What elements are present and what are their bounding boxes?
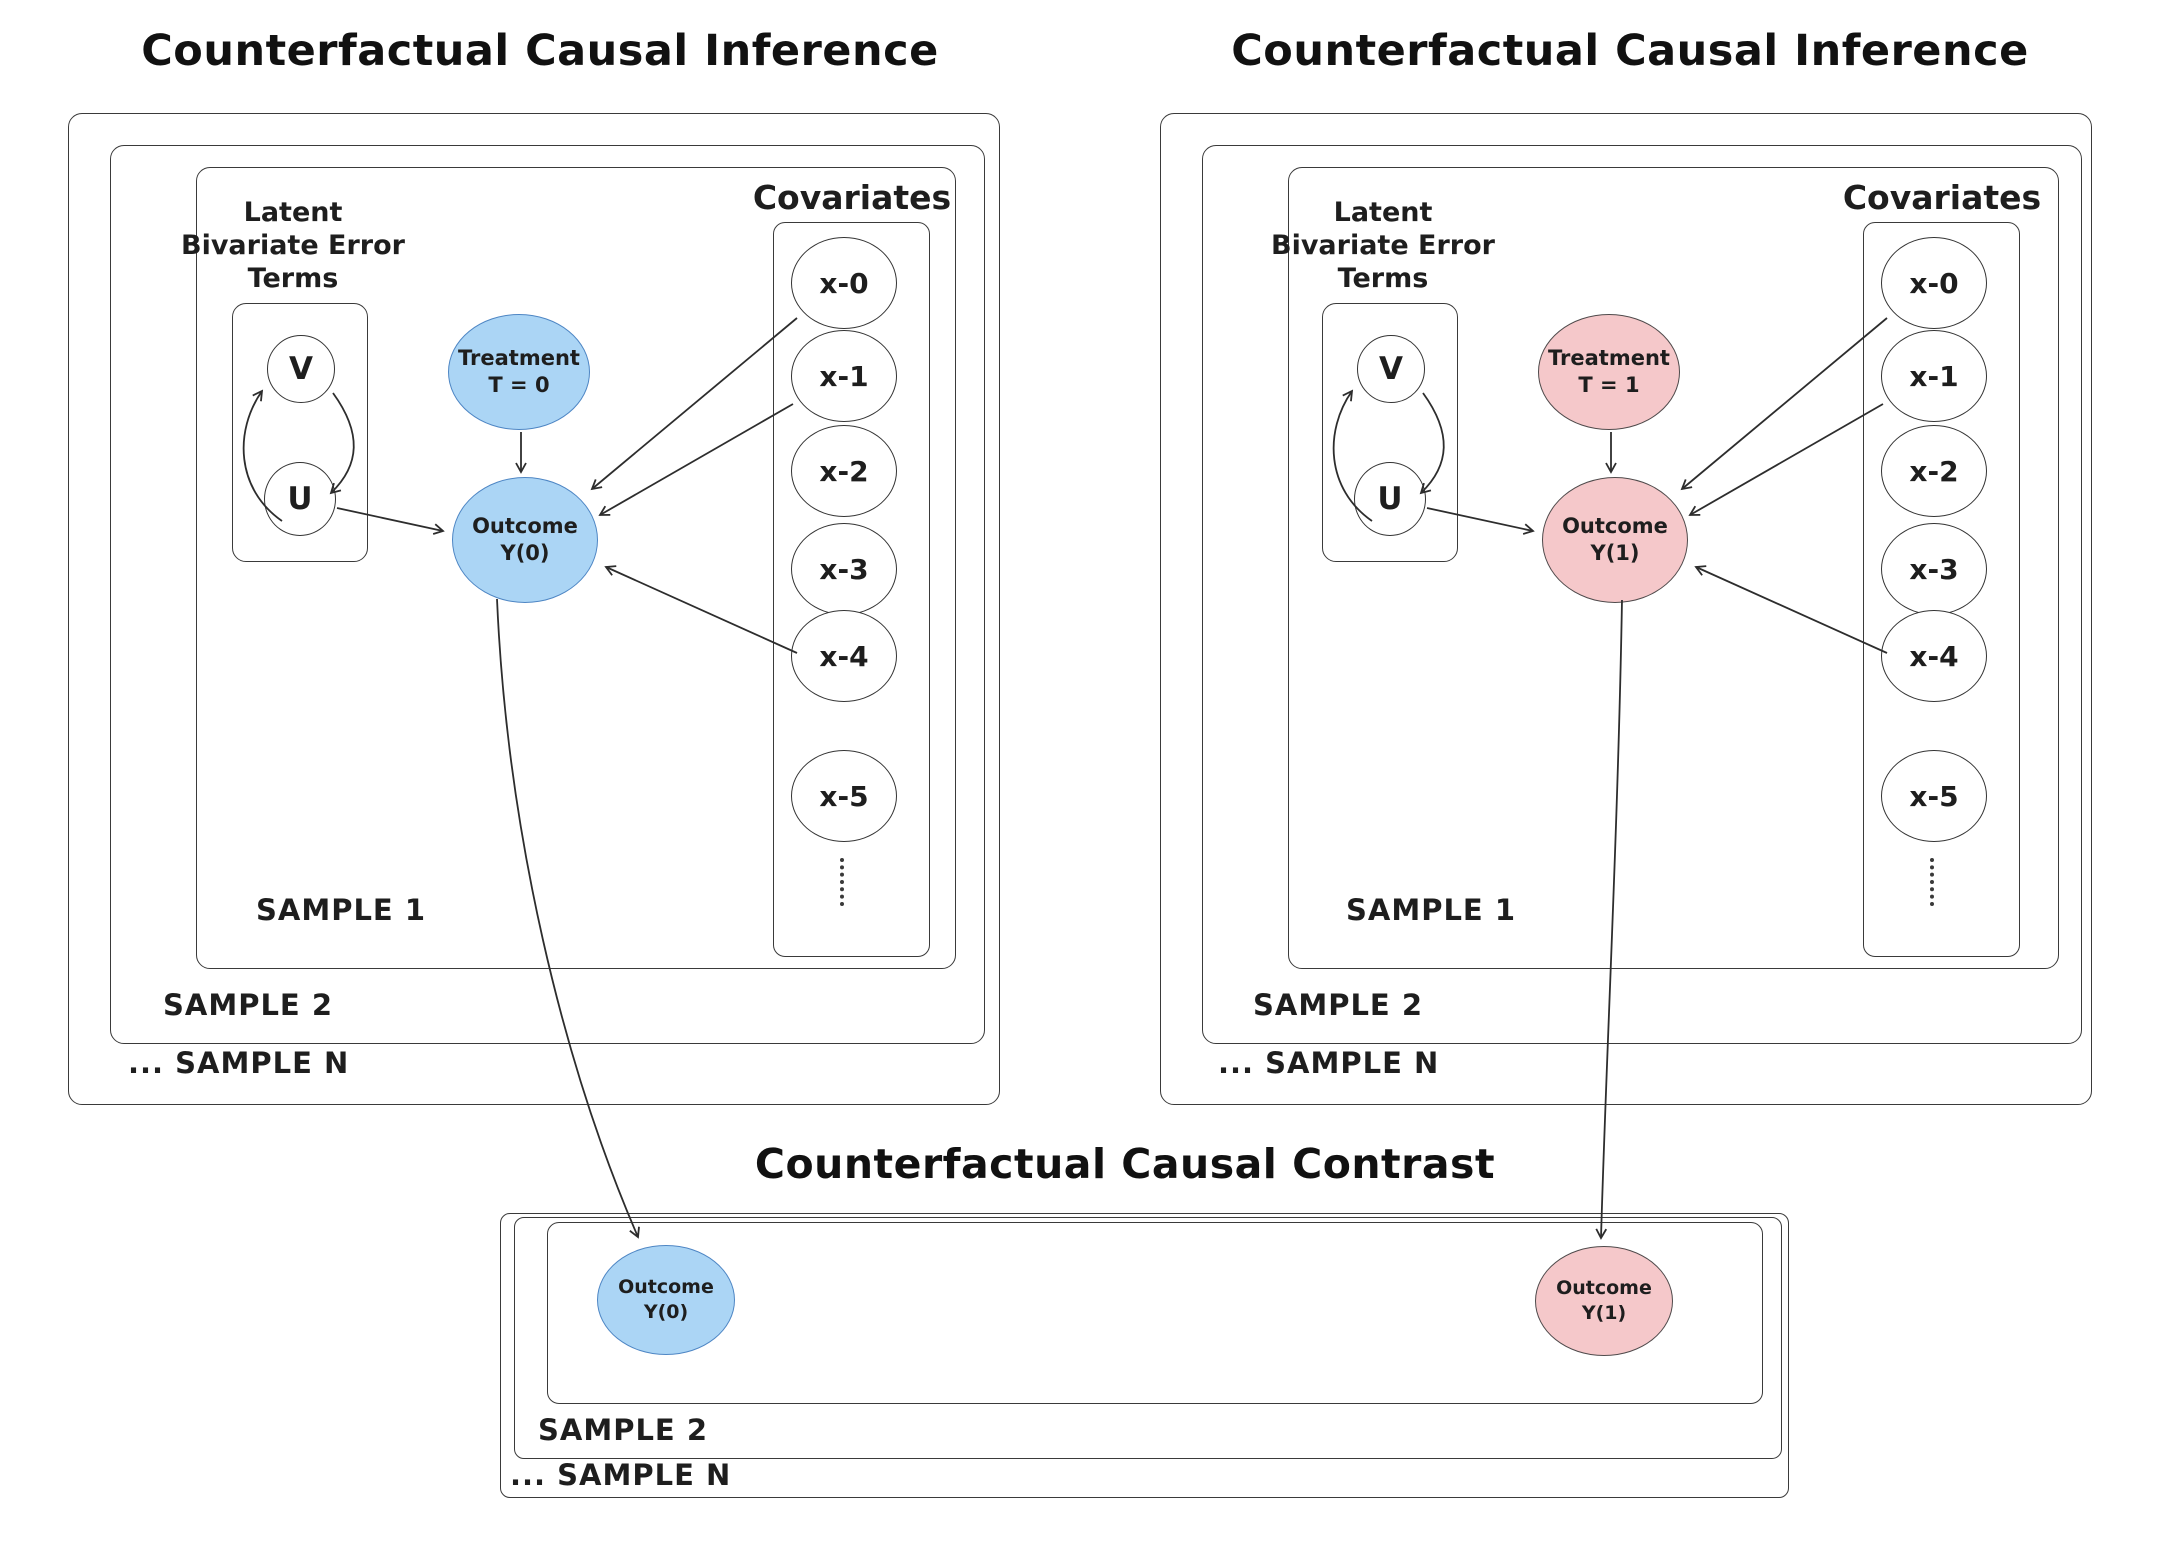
right-covariate-x3: x-3 — [1881, 523, 1987, 615]
left-sample2-label: SAMPLE 2 — [163, 988, 334, 1022]
left-treatment-line1: Treatment — [458, 346, 580, 370]
left-error-terms-box — [232, 303, 368, 562]
left-panel-title: Counterfactual Causal Inference — [141, 26, 939, 76]
right-covariate-x1: x-1 — [1881, 330, 1987, 422]
right-treatment-line2: T = 1 — [1578, 373, 1640, 397]
left-covariate-x2: x-2 — [791, 425, 897, 517]
contrast-sample-1-box — [547, 1222, 1763, 1404]
right-outcome-node: Outcome Y(1) — [1542, 477, 1688, 603]
right-sample1-label: SAMPLE 1 — [1346, 893, 1517, 927]
contrast-outcome-y1-line1: Outcome — [1556, 1277, 1652, 1299]
right-sample-1-box — [1288, 167, 2059, 969]
right-outcome-line1: Outcome — [1562, 514, 1668, 538]
right-sample-2-box — [1202, 145, 2082, 1044]
right-sample2-label: SAMPLE 2 — [1253, 988, 1424, 1022]
left-covariate-x0: x-0 — [791, 237, 897, 329]
right-covariate-x5: x-5 — [1881, 750, 1987, 842]
right-covariate-x2: x-2 — [1881, 425, 1987, 517]
left-covariates-label: Covariates — [752, 178, 952, 217]
left-covariates-ellipsis-dots — [840, 858, 844, 906]
contrast-outcome-y1-line2: Y(1) — [1581, 1302, 1627, 1324]
left-covariate-x5: x-5 — [791, 750, 897, 842]
contrast-sampleN-label: ... SAMPLE N — [510, 1458, 732, 1492]
contrast-sample-n-box — [500, 1213, 1789, 1498]
left-treatment-line2: T = 0 — [488, 373, 550, 397]
left-covariate-x4: x-4 — [791, 610, 897, 702]
contrast-outcome-y0-line1: Outcome — [618, 1276, 714, 1298]
left-latent-line2: Bivariate Error — [180, 230, 405, 261]
left-outcome-line2: Y(0) — [500, 541, 550, 565]
right-v-node: V — [1357, 335, 1425, 403]
right-sampleN-label: ... SAMPLE N — [1218, 1046, 1440, 1080]
contrast-sample2-label: SAMPLE 2 — [538, 1413, 709, 1447]
left-latent-label: Latent Bivariate Error Terms — [168, 196, 418, 295]
right-outcome-line2: Y(1) — [1590, 541, 1640, 565]
right-covariate-x4: x-4 — [1881, 610, 1987, 702]
left-latent-line1: Latent — [243, 197, 343, 228]
left-covariate-x3: x-3 — [791, 523, 897, 615]
left-outcome-node: Outcome Y(0) — [452, 477, 598, 603]
left-treatment-node: Treatment T = 0 — [448, 314, 590, 430]
contrast-outcome-y0-line2: Y(0) — [643, 1301, 689, 1323]
left-sampleN-label: ... SAMPLE N — [128, 1046, 350, 1080]
right-treatment-line1: Treatment — [1548, 346, 1670, 370]
left-u-node: U — [264, 462, 336, 536]
left-latent-line3: Terms — [247, 263, 339, 294]
right-covariate-x0: x-0 — [1881, 237, 1987, 329]
right-latent-label: Latent Bivariate Error Terms — [1258, 196, 1508, 295]
right-panel-title: Counterfactual Causal Inference — [1231, 26, 2029, 76]
right-latent-line2: Bivariate Error — [1270, 230, 1495, 261]
right-latent-line3: Terms — [1337, 263, 1429, 294]
right-u-node: U — [1354, 462, 1426, 536]
left-v-node: V — [267, 335, 335, 403]
contrast-sample-2-box — [514, 1217, 1782, 1459]
right-sample-n-box — [1160, 113, 2092, 1105]
right-latent-line1: Latent — [1333, 197, 1433, 228]
contrast-title: Counterfactual Causal Contrast — [754, 1140, 1496, 1188]
contrast-outcome-y0-node: Outcome Y(0) — [597, 1245, 735, 1355]
left-covariate-x1: x-1 — [791, 330, 897, 422]
right-treatment-node: Treatment T = 1 — [1538, 314, 1680, 430]
contrast-outcome-y1-node: Outcome Y(1) — [1535, 1246, 1673, 1356]
left-outcome-line1: Outcome — [472, 514, 578, 538]
right-covariates-label: Covariates — [1842, 178, 2042, 217]
right-covariates-ellipsis-dots — [1930, 858, 1934, 906]
right-error-terms-box — [1322, 303, 1458, 562]
left-sample1-label: SAMPLE 1 — [256, 893, 427, 927]
